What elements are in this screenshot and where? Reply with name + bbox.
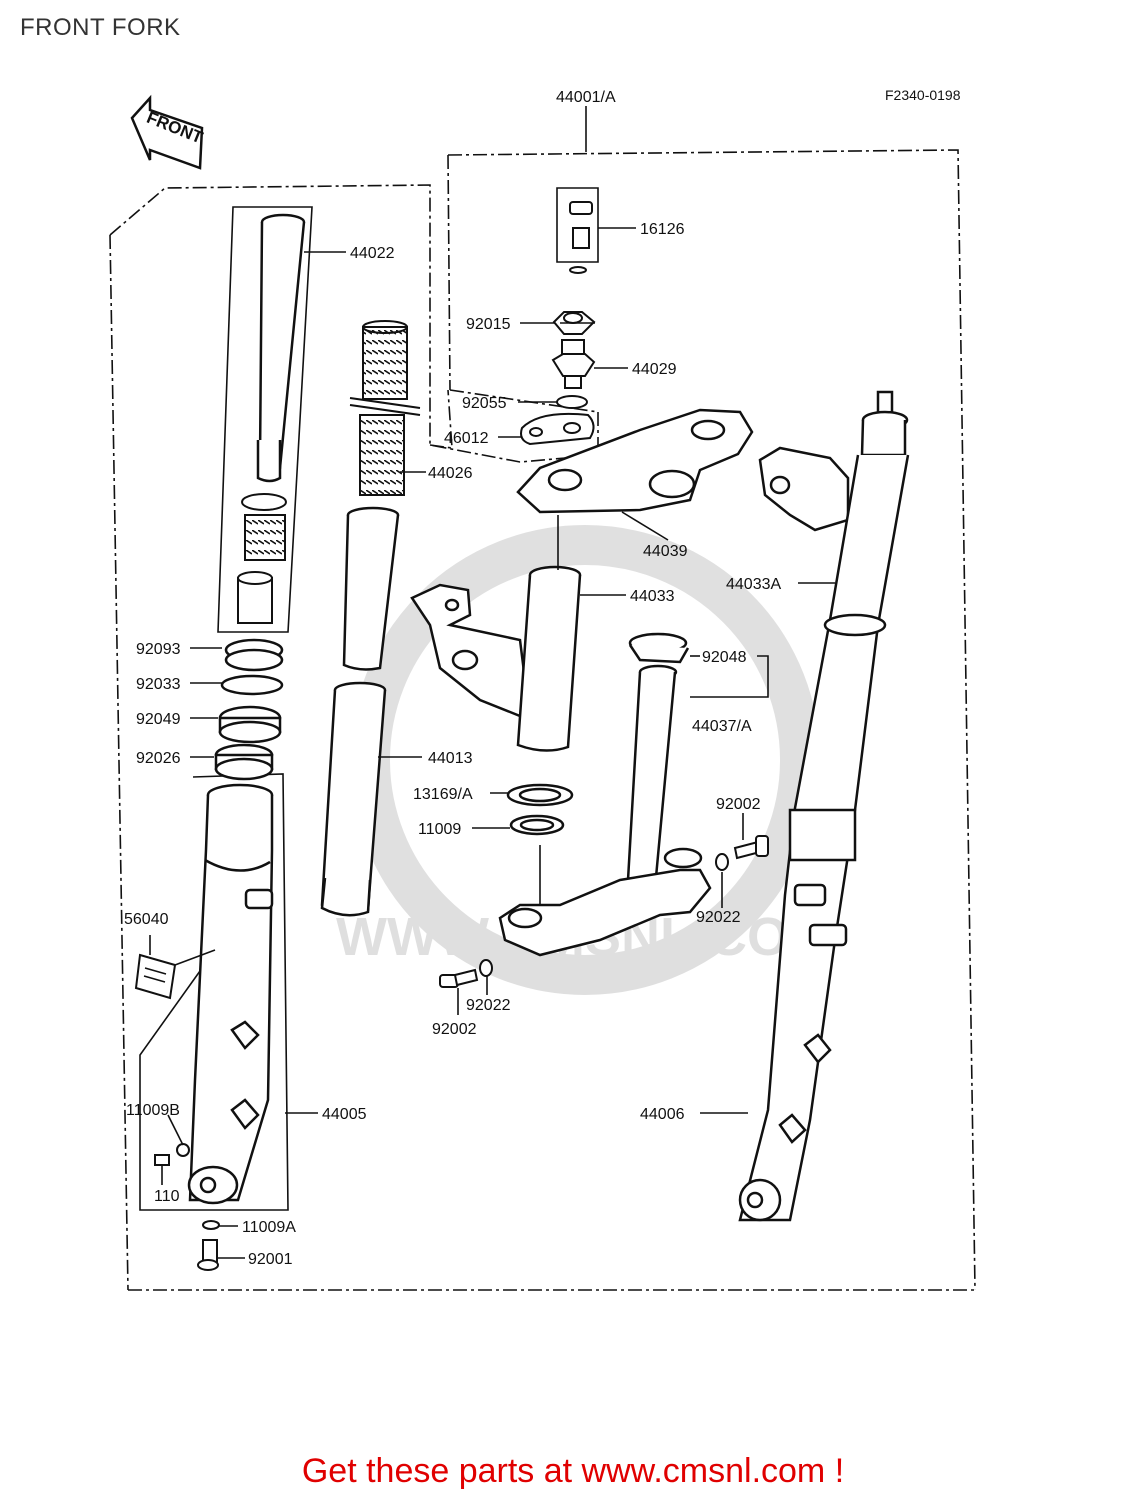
part-label[interactable]: 92049 <box>136 711 181 728</box>
cmsnl-link[interactable]: Get these parts at www.cmsnl.com ! <box>301 1452 845 1490</box>
part-label[interactable]: 44022 <box>350 245 395 262</box>
upper-bracket-44039-icon <box>516 408 754 514</box>
part-label[interactable]: 44026 <box>428 465 473 482</box>
stem-tube-icon <box>516 565 582 752</box>
fork-spring-44026-icon <box>349 320 421 496</box>
washer-46012-icon <box>520 412 595 446</box>
steering-stem-44037-icon <box>498 632 712 957</box>
outer-tube-44005-icon <box>187 783 274 1205</box>
part-label[interactable]: 92093 <box>136 641 181 658</box>
part-label[interactable]: 44037/A <box>692 718 752 735</box>
oring-92055-icon <box>556 395 588 409</box>
screw-92001-icon <box>197 1220 220 1271</box>
assembly-frames <box>109 149 976 1291</box>
part-label[interactable]: 44033A <box>726 576 781 593</box>
damper-spring-icon <box>237 493 287 624</box>
footer-promo: Get these parts at www.cmsnl.com ! <box>0 1452 1146 1491</box>
bolt-92002-lower-icon <box>439 959 493 988</box>
bearing-13169-icon <box>506 783 574 807</box>
right-fork-44006-icon <box>738 390 910 1222</box>
fork-tube-44022-icon <box>256 213 306 483</box>
part-label[interactable]: 92022 <box>466 997 511 1014</box>
part-label[interactable]: 11009 <box>418 821 461 838</box>
part-label[interactable]: 44033 <box>630 588 675 605</box>
part-label[interactable]: 92015 <box>466 316 511 333</box>
part-label[interactable]: 110 <box>154 1188 180 1205</box>
part-label[interactable]: 46012 <box>444 430 489 447</box>
page-title: FRONT FORK <box>20 14 181 41</box>
damper-rod-44013-icon <box>320 681 387 917</box>
part-label[interactable]: 92002 <box>432 1021 477 1038</box>
figure-code: F2340-0198 <box>885 87 961 103</box>
bolt-44029-icon <box>551 339 596 389</box>
part-label[interactable]: 92001 <box>248 1251 293 1268</box>
part-label[interactable]: 44001/A <box>556 89 616 106</box>
seal-11009-icon <box>509 814 565 836</box>
part-label[interactable]: 56040 <box>124 911 169 928</box>
part-label[interactable]: 44013 <box>428 750 473 767</box>
part-label[interactable]: 44005 <box>322 1106 367 1123</box>
part-labels: 44001/A 16126 92015 44029 92055 46012 44… <box>124 89 781 1268</box>
bolt-92002-right-icon <box>715 835 769 871</box>
part-label[interactable]: 44006 <box>640 1106 685 1123</box>
adjuster-16126-icon <box>569 201 593 274</box>
part-label[interactable]: 92048 <box>702 649 747 666</box>
part-label[interactable]: 11009B <box>126 1102 180 1119</box>
part-label[interactable]: 13169/A <box>413 786 473 803</box>
label-plate-56040-icon <box>134 953 177 1000</box>
leader-lines <box>149 227 835 1259</box>
part-label[interactable]: 92055 <box>462 395 507 412</box>
part-label[interactable]: 16126 <box>640 221 685 238</box>
part-label[interactable]: 44039 <box>643 543 688 560</box>
headlight-bracket-44033-icon <box>410 583 532 722</box>
part-label[interactable]: 92002 <box>716 796 761 813</box>
part-label[interactable]: 92033 <box>136 676 181 693</box>
screw-110-icon <box>154 1143 190 1166</box>
part-label[interactable]: 92022 <box>696 909 741 926</box>
seal-stack-icon <box>214 638 284 781</box>
part-label[interactable]: 44029 <box>632 361 677 378</box>
spacer-tube-icon <box>342 506 400 671</box>
part-label[interactable]: 11009A <box>242 1219 296 1236</box>
part-label[interactable]: 92026 <box>136 750 181 767</box>
front-arrow-icon: FRONT <box>130 94 206 170</box>
